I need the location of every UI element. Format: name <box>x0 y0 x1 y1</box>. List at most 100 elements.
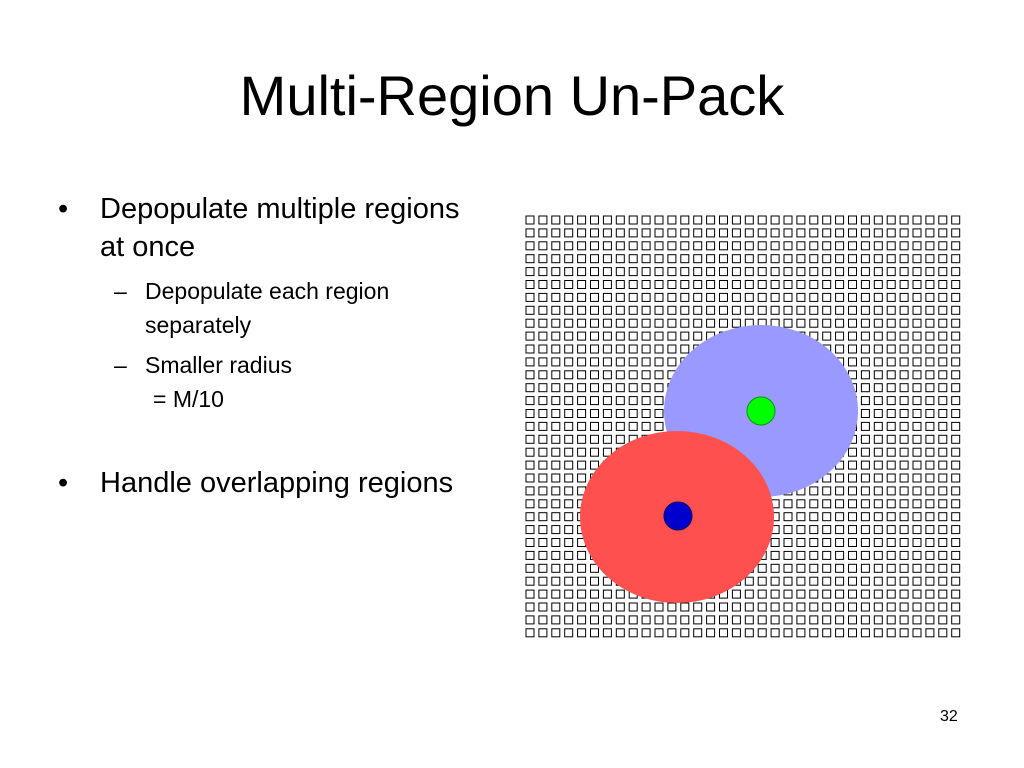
grid-cell <box>744 305 754 315</box>
grid-cell <box>770 615 780 625</box>
grid-cell <box>538 357 548 367</box>
grid-cell <box>590 615 599 625</box>
grid-cell <box>564 344 574 354</box>
grid-cell <box>602 409 612 418</box>
grid-cell <box>860 421 870 431</box>
grid-cell <box>938 344 948 354</box>
grid-cell <box>770 602 780 612</box>
grid-cell <box>525 525 535 535</box>
grid-cell <box>886 499 896 509</box>
grid-cell <box>873 421 883 431</box>
grid-cell <box>873 280 883 289</box>
grid-cell <box>899 267 909 277</box>
grid-cell <box>899 550 909 560</box>
grid-cell <box>835 525 845 535</box>
grid-cell <box>912 305 922 315</box>
grid-cell <box>706 241 716 251</box>
grid-cell <box>641 241 651 251</box>
grid-cell <box>667 318 677 328</box>
grid-cell <box>848 589 857 599</box>
grid-cell <box>873 215 883 225</box>
grid-cell <box>706 602 716 612</box>
grid-cell <box>602 615 612 625</box>
grid-cell <box>848 538 857 547</box>
grid-cell <box>538 344 548 354</box>
grid-cell <box>912 473 922 483</box>
region-2-center-dot <box>663 501 693 531</box>
grid-cell <box>873 292 883 302</box>
grid-cell <box>577 576 587 586</box>
grid-cell <box>719 318 728 328</box>
grid-cell <box>951 241 961 251</box>
grid-cell <box>912 292 922 302</box>
grid-cell <box>602 421 612 431</box>
grid-cell <box>577 473 587 483</box>
grid-cell <box>835 305 845 315</box>
grid-cell <box>577 215 587 225</box>
grid-cell <box>564 602 574 612</box>
grid-cell <box>886 473 896 483</box>
grid-cell <box>641 267 651 277</box>
grid-cell <box>525 370 535 380</box>
grid-cell <box>925 628 935 638</box>
grid-cell <box>951 267 961 277</box>
grid-cell <box>525 473 535 483</box>
grid-cell <box>848 305 857 315</box>
grid-cell <box>525 486 535 496</box>
grid-cell <box>796 525 806 535</box>
grid-cell <box>731 628 741 638</box>
grid-cell <box>873 254 883 264</box>
grid-cell <box>577 241 587 251</box>
grid-cell <box>886 589 896 599</box>
grid-cell <box>590 409 599 418</box>
grid-cell <box>925 512 935 522</box>
grid-cell <box>822 280 832 289</box>
grid-cell <box>667 602 677 612</box>
grid-cell <box>744 576 754 586</box>
grid-cell <box>809 305 819 315</box>
sub-bullet-text: Depopulate each region separately <box>145 278 390 338</box>
grid-cell <box>564 267 574 277</box>
grid-cell <box>615 628 625 638</box>
grid-cell <box>706 628 716 638</box>
grid-cell <box>951 486 961 496</box>
bullet-text: Depopulate multiple regions at once <box>100 193 460 263</box>
grid-cell <box>796 563 806 573</box>
grid-cell <box>564 357 574 367</box>
grid-cell <box>538 215 548 225</box>
grid-cell <box>951 434 961 444</box>
grid-cell <box>951 447 961 457</box>
grid-cell <box>564 460 574 470</box>
grid-cell <box>551 396 561 406</box>
grid-cell <box>873 318 883 328</box>
grid-cell <box>809 525 819 535</box>
grid-cell <box>783 280 793 289</box>
grid-cell <box>628 241 638 251</box>
grid-cell <box>912 421 922 431</box>
grid-cell <box>848 615 857 625</box>
grid-cell <box>873 409 883 418</box>
grid-cell <box>706 305 716 315</box>
grid-cell <box>925 357 935 367</box>
grid-cell <box>886 331 896 341</box>
grid-cell <box>938 421 948 431</box>
grid-cell <box>848 228 857 238</box>
grid-cell <box>641 370 651 380</box>
grid-cell <box>860 615 870 625</box>
grid-cell <box>757 563 767 573</box>
grid-cell <box>835 280 845 289</box>
grid-cell <box>641 421 651 431</box>
grid-cell <box>731 615 741 625</box>
bullet-list: • Depopulate multiple regions at once – … <box>58 190 478 502</box>
grid-cell <box>925 370 935 380</box>
grid-cell <box>860 563 870 573</box>
grid-cell <box>551 563 561 573</box>
grid-cell <box>899 215 909 225</box>
grid-cell <box>719 280 728 289</box>
grid-cell <box>564 499 574 509</box>
grid-cell <box>822 576 832 586</box>
grid-cell <box>628 409 638 418</box>
grid-cell <box>848 241 857 251</box>
grid-cell <box>602 215 612 225</box>
grid-cell <box>590 602 599 612</box>
